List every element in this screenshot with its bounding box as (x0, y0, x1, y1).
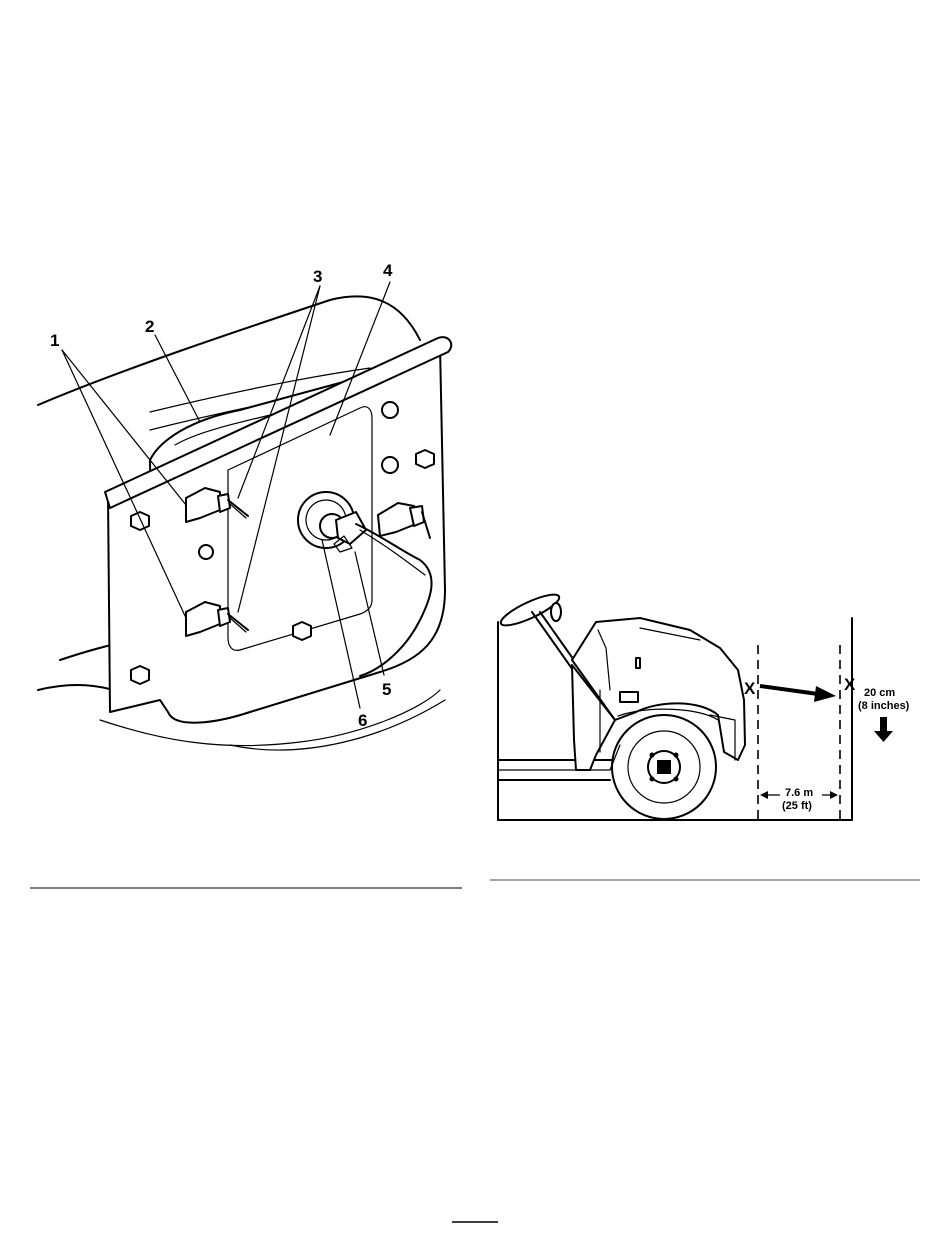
vehicle-front (498, 589, 745, 819)
callout-6: 6 (358, 711, 367, 730)
down-arrow-icon (874, 717, 893, 742)
callout-1: 1 (50, 331, 59, 350)
callout-4: 4 (383, 261, 393, 280)
marker-x-right: X (844, 675, 856, 694)
headlight-assembly-figure: 1 2 3 4 5 6 (38, 261, 451, 750)
callout-5: 5 (382, 680, 391, 699)
callout-3: 3 (313, 267, 322, 286)
aim-arrow (760, 686, 836, 702)
marker-x-left: X (744, 679, 756, 698)
distance-value-label: 7.6 m (785, 787, 813, 799)
headlight-aim-figure: X X 20 cm (8 inches) 7.6 m (25 ft) (498, 589, 910, 820)
drop-value-label: 20 cm (864, 687, 895, 699)
distance-imperial-label: (25 ft) (782, 800, 812, 812)
drop-imperial-label: (8 inches) (858, 700, 910, 712)
callout-2: 2 (145, 317, 154, 336)
front-wheel (612, 715, 716, 819)
